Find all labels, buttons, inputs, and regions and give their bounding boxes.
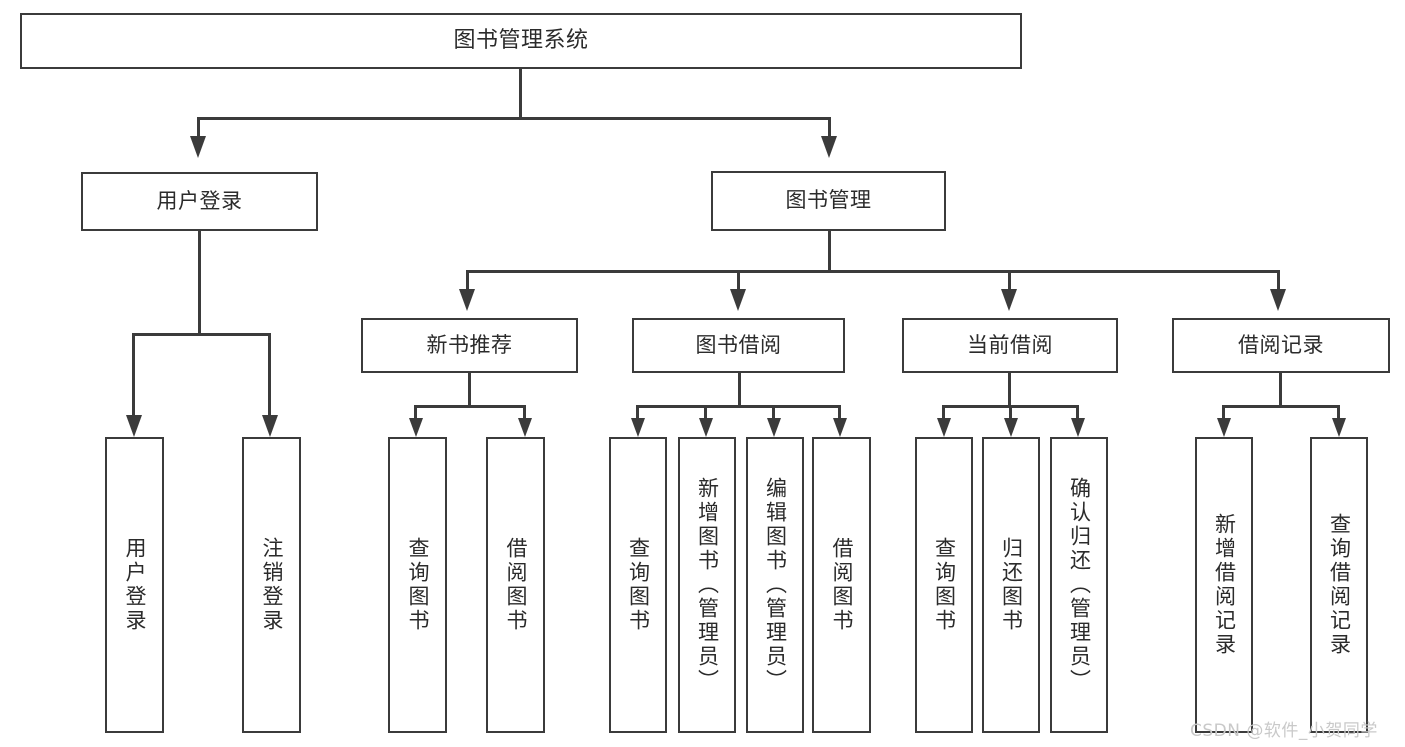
connector-l3-drop-3 [1008,270,1011,292]
leaf-query-borrow-record[interactable]: 查询借阅记录 [1310,437,1368,733]
leaf-add-book-admin[interactable]: 新增图书（管理员） [678,437,736,733]
node-label: 注销登录 [260,537,284,633]
node-label: 借阅图书 [504,537,528,633]
node-label: 借阅图书 [830,537,854,633]
arrow-to-leaf-borrow-book-2 [833,418,847,437]
leaf-add-borrow-record[interactable]: 新增借阅记录 [1195,437,1253,733]
node-root-system[interactable]: 图书管理系统 [20,13,1022,69]
connector-new-book-bus [414,405,526,408]
connector-new-book-drop-1 [414,405,417,419]
connector-borrow-records-bus [1222,405,1340,408]
node-label: 用户登录 [156,188,243,213]
connector-new-book-stem [468,373,471,407]
node-label: 查询图书 [406,537,430,633]
arrow-to-leaf-query-record [1332,418,1346,437]
connector-borrow-records-stem [1279,373,1282,407]
leaf-return-book[interactable]: 归还图书 [982,437,1040,733]
node-label: 用户登录 [123,537,147,633]
connector-user-login-stem [198,231,201,335]
arrow-to-leaf-query-book-2 [631,418,645,437]
connector-book-management-bus [466,270,1280,273]
connector-new-book-drop-2 [523,405,526,419]
node-book-borrow[interactable]: 图书借阅 [632,318,845,373]
node-label: 图书管理系统 [453,27,589,53]
node-book-management[interactable]: 图书管理 [711,171,946,231]
node-label: 借阅记录 [1238,332,1324,357]
arrow-to-leaf-add-book [699,418,713,437]
leaf-edit-book-admin[interactable]: 编辑图书（管理员） [746,437,804,733]
arrow-to-leaf-borrow-book-1 [518,418,532,437]
node-current-borrow[interactable]: 当前借阅 [902,318,1118,373]
leaf-borrow-book-newbook[interactable]: 借阅图书 [486,437,545,733]
node-borrow-records[interactable]: 借阅记录 [1172,318,1390,373]
connector-current-borrow-drop-1 [942,405,945,419]
arrow-to-leaf-logout [262,415,278,437]
connector-book-borrow-drop-3 [772,405,775,419]
connector-user-login-bus [132,333,270,336]
leaf-logout[interactable]: 注销登录 [242,437,301,733]
connector-user-login-left-drop [132,333,135,417]
arrow-to-leaf-edit-book [767,418,781,437]
node-label: 查询借阅记录 [1327,513,1352,657]
arrow-to-leaf-query-book-3 [937,418,951,437]
arrow-to-user-login [190,136,206,158]
connector-l3-drop-2 [737,270,740,292]
connector-current-borrow-stem [1008,373,1011,407]
node-label: 归还图书 [999,537,1024,633]
arrow-to-new-book [459,289,475,311]
leaf-borrow-book[interactable]: 借阅图书 [812,437,871,733]
arrow-to-book-borrow [730,289,746,311]
connector-book-management-stem [828,231,831,272]
leaf-query-book-borrow[interactable]: 查询图书 [609,437,667,733]
leaf-confirm-return-admin[interactable]: 确认归还（管理员） [1050,437,1108,733]
node-label: 新增图书（管理员） [695,477,720,693]
connector-book-borrow-drop-4 [838,405,841,419]
node-label: 查询图书 [932,537,957,633]
node-label: 新增借阅记录 [1212,513,1237,657]
arrow-to-borrow-records [1270,289,1286,311]
node-label: 图书管理 [785,188,872,213]
connector-l3-drop-1 [466,270,469,292]
arrow-to-leaf-return-book [1004,418,1018,437]
node-label: 图书借阅 [695,332,782,357]
connector-book-borrow-stem [738,373,741,407]
connector-current-borrow-drop-2 [1009,405,1012,419]
leaf-query-book-current[interactable]: 查询图书 [915,437,973,733]
arrow-to-leaf-user-login [126,415,142,437]
arrow-to-current-borrow [1001,289,1017,311]
node-label: 当前借阅 [967,332,1053,357]
connector-book-borrow-bus [636,405,841,408]
connector-borrow-records-drop-1 [1222,405,1225,419]
node-new-book-recommend[interactable]: 新书推荐 [361,318,578,373]
connector-root-left-drop [197,117,200,139]
node-label: 查询图书 [626,537,651,633]
node-label: 新书推荐 [426,332,513,357]
node-label: 确认归还（管理员） [1067,477,1092,693]
connector-user-login-right-drop [268,333,271,417]
connector-l3-drop-4 [1277,270,1280,292]
connector-borrow-records-drop-2 [1337,405,1340,419]
leaf-query-book-newbook[interactable]: 查询图书 [388,437,447,733]
connector-root-bus [197,117,831,120]
node-label: 编辑图书（管理员） [763,477,788,693]
connector-current-borrow-drop-3 [1076,405,1079,419]
arrow-to-book-management [821,136,837,158]
connector-root-stem [519,69,522,118]
connector-root-right-drop [828,117,831,139]
arrow-to-leaf-query-book-1 [409,418,423,437]
leaf-user-login[interactable]: 用户登录 [105,437,164,733]
node-user-login[interactable]: 用户登录 [81,172,318,231]
arrow-to-leaf-add-record [1217,418,1231,437]
connector-book-borrow-drop-2 [704,405,707,419]
connector-book-borrow-drop-1 [636,405,639,419]
arrow-to-leaf-confirm-return [1071,418,1085,437]
